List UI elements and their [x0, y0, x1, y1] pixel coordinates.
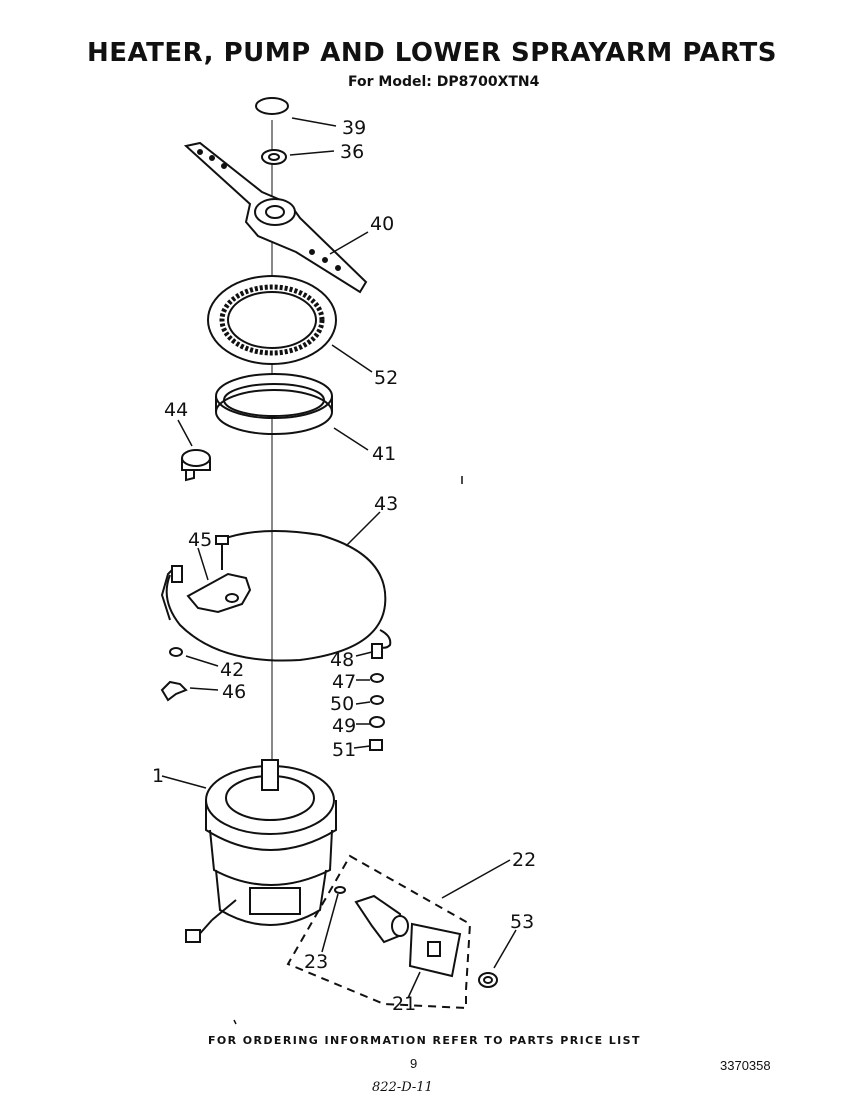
- callout-49: 49: [332, 715, 356, 737]
- page-number: 9: [410, 1056, 418, 1071]
- document-code: 3370358: [720, 1058, 771, 1073]
- part-22-group-box: [286, 854, 472, 1010]
- callout-22: 22: [512, 849, 536, 871]
- part-41-seal-ring: [215, 373, 333, 435]
- callout-36: 36: [340, 141, 364, 163]
- callout-48: 48: [330, 649, 354, 671]
- callout-46: 46: [222, 681, 246, 703]
- callout-39: 39: [342, 117, 366, 139]
- callout-52: 52: [374, 367, 398, 389]
- handwritten-mark: 822-D-11: [372, 1080, 433, 1095]
- callout-1: 1: [152, 765, 164, 787]
- callout-41: 41: [372, 443, 396, 465]
- callout-45: 45: [188, 529, 212, 551]
- fastener-stack: [369, 643, 385, 751]
- ordering-info-note: FOR ORDERING INFORMATION REFER TO PARTS …: [208, 1034, 641, 1047]
- callout-23: 23: [304, 951, 328, 973]
- part-39-cap: [255, 97, 289, 115]
- callout-53: 53: [510, 911, 534, 933]
- part-36-nut: [261, 149, 287, 165]
- callout-47: 47: [332, 671, 356, 693]
- stray-mark: [233, 1019, 237, 1025]
- part-53-nut: [478, 972, 498, 988]
- callout-50: 50: [330, 693, 354, 715]
- part-40-sprayarm: [183, 141, 368, 294]
- page-title: HEATER, PUMP AND LOWER SPRAYARM PARTS: [87, 38, 777, 68]
- callout-44: 44: [164, 399, 188, 421]
- callout-42: 42: [220, 659, 244, 681]
- callout-43: 43: [374, 493, 398, 515]
- part-52-filter-ring: [207, 275, 337, 365]
- sensor-plug: [354, 894, 409, 944]
- part-46-clip: [160, 680, 188, 702]
- part-23-oring: [334, 886, 346, 894]
- callout-21: 21: [392, 993, 416, 1015]
- leader-lines: [161, 117, 517, 999]
- callout-40: 40: [370, 213, 394, 235]
- part-21-plate: [408, 922, 462, 978]
- part-45-bracket: [186, 535, 252, 614]
- model-subtitle: For Model: DP8700XTN4: [348, 74, 540, 90]
- part-42-washer: [169, 647, 183, 657]
- callout-51: 51: [332, 739, 356, 761]
- part-44-thermostat: [181, 449, 211, 482]
- part-1-pump-motor: [185, 759, 337, 943]
